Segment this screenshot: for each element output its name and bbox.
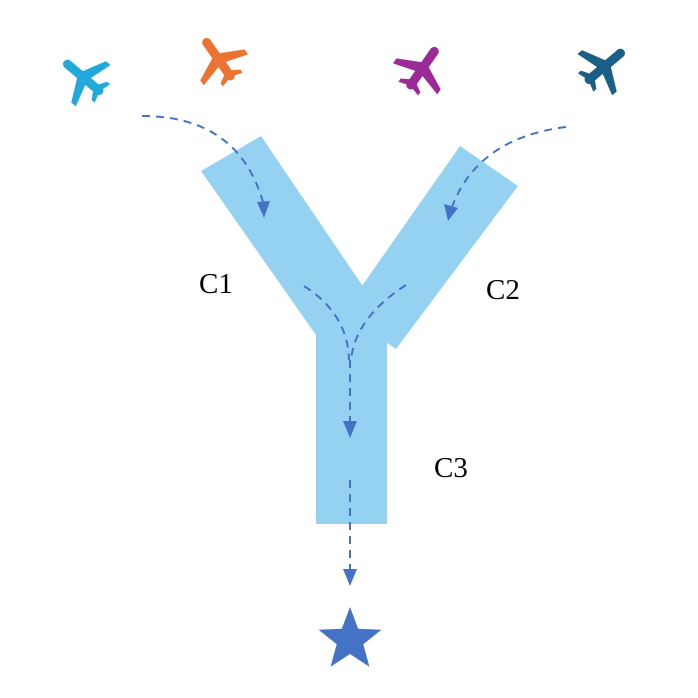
corridor-c1 — [201, 136, 381, 348]
corridor-label-c1: C1 — [199, 268, 233, 300]
airplane-icon — [568, 29, 642, 104]
arrowhead-exit — [343, 569, 357, 586]
corridor-c2 — [343, 146, 518, 349]
arrowhead-c1 — [257, 201, 270, 218]
path-c1-merge — [303, 285, 350, 361]
path-c1-entry — [141, 115, 264, 203]
arrowhead-c3 — [343, 421, 357, 438]
corridor-label-c2: C2 — [486, 274, 520, 306]
airplane-icon — [181, 23, 255, 96]
corridor-label-c3: C3 — [434, 452, 468, 484]
airplane-icon — [46, 40, 120, 115]
path-c2-entry — [451, 126, 567, 208]
path-c2-merge — [350, 284, 407, 361]
arrowhead-c2 — [444, 204, 458, 221]
airplane-icon — [386, 32, 460, 105]
flight-paths — [141, 115, 567, 586]
aircraft-group — [46, 23, 642, 115]
star-icon — [318, 607, 382, 667]
corridor-network — [201, 136, 518, 524]
